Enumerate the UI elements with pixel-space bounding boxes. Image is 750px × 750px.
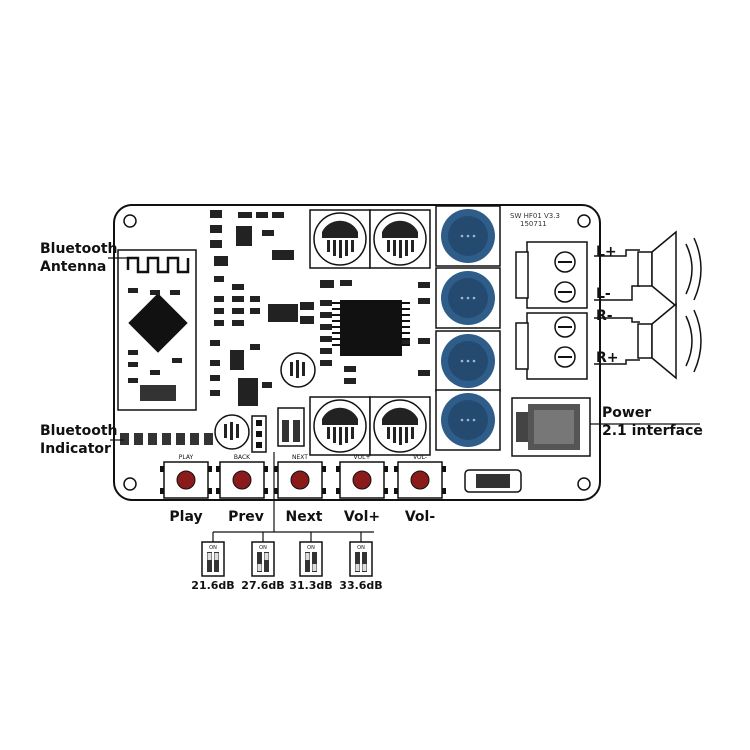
inductor-3 — [435, 330, 501, 392]
prev-button-label: Prev — [228, 509, 264, 525]
silk-back: BACK — [233, 454, 251, 461]
inductor-4 — [435, 389, 501, 451]
inductor-2 — [435, 267, 501, 329]
svg-text:ON: ON — [357, 545, 365, 551]
capacitor-bottom-right — [369, 396, 431, 456]
board-revision: SW HF01 V3.3 150711 — [510, 212, 560, 228]
svg-text:ON: ON — [209, 545, 217, 551]
speaker-left-icon — [637, 230, 702, 308]
power-jack — [511, 397, 591, 457]
speaker-right-icon — [637, 302, 702, 380]
bluetooth-chip — [128, 293, 188, 353]
gain-label-2: 27.6dB — [241, 579, 285, 592]
gain-dip-switch-1: ON — [201, 532, 225, 577]
play-button-label: Play — [169, 509, 203, 525]
next-button-label: Next — [285, 509, 323, 525]
terminal-l-plus-label: L+ — [596, 244, 617, 260]
bluetooth-module — [117, 249, 197, 411]
gain-dip-switch-4: ON — [349, 532, 373, 577]
pushbutton-5[interactable] — [394, 461, 446, 499]
indicator-led-row — [120, 433, 213, 445]
volup-button-label: Vol+ — [343, 509, 381, 525]
capacitor-small-mid — [280, 352, 316, 388]
mounting-hole — [577, 477, 591, 491]
gain-label-3: 31.3dB — [289, 579, 333, 592]
capacitor-bottom-left — [309, 396, 371, 456]
capacitor-top-left — [309, 209, 371, 269]
pushbutton-2[interactable] — [216, 461, 268, 499]
silk-volup: VOL+ — [353, 454, 371, 461]
gain-label-4: 33.6dB — [339, 579, 383, 592]
amplifier-ic — [340, 300, 402, 356]
silk-play: PLAY — [178, 454, 194, 461]
gain-dip-switch-2: ON — [251, 532, 275, 577]
bluetooth-antenna-trace — [126, 256, 190, 274]
onboard-dip-switch — [277, 407, 305, 447]
svg-text:ON: ON — [307, 545, 315, 551]
terminal-block-left — [515, 241, 588, 309]
terminal-r-plus-label: R+ — [596, 350, 619, 366]
svg-text:ON: ON — [259, 545, 267, 551]
pushbutton-4[interactable] — [336, 461, 388, 499]
pushbutton-3[interactable] — [274, 461, 326, 499]
capacitor-top-right — [369, 209, 431, 269]
bluetooth-antenna-label: Bluetooth Antenna — [40, 241, 118, 275]
inductor-1 — [435, 205, 501, 267]
mounting-hole — [123, 214, 137, 228]
silk-next: NEXT — [292, 454, 308, 461]
gain-dip-switch-3: ON — [299, 532, 323, 577]
capacitor-small-left — [214, 414, 250, 450]
voldown-button-label: Vol- — [404, 509, 436, 525]
power-label: Power 2.1 interface — [602, 405, 703, 439]
mounting-hole — [123, 477, 137, 491]
terminal-block-right — [515, 312, 588, 380]
bluetooth-indicator-label: Bluetooth Indicator — [40, 423, 118, 457]
terminal-r-minus-label: R- — [596, 308, 613, 324]
silk-voldown: VOL- — [412, 454, 428, 461]
mounting-hole — [577, 214, 591, 228]
pushbutton-1[interactable] — [160, 461, 212, 499]
gain-label-1: 21.6dB — [191, 579, 235, 592]
terminal-l-minus-label: L- — [596, 286, 611, 302]
